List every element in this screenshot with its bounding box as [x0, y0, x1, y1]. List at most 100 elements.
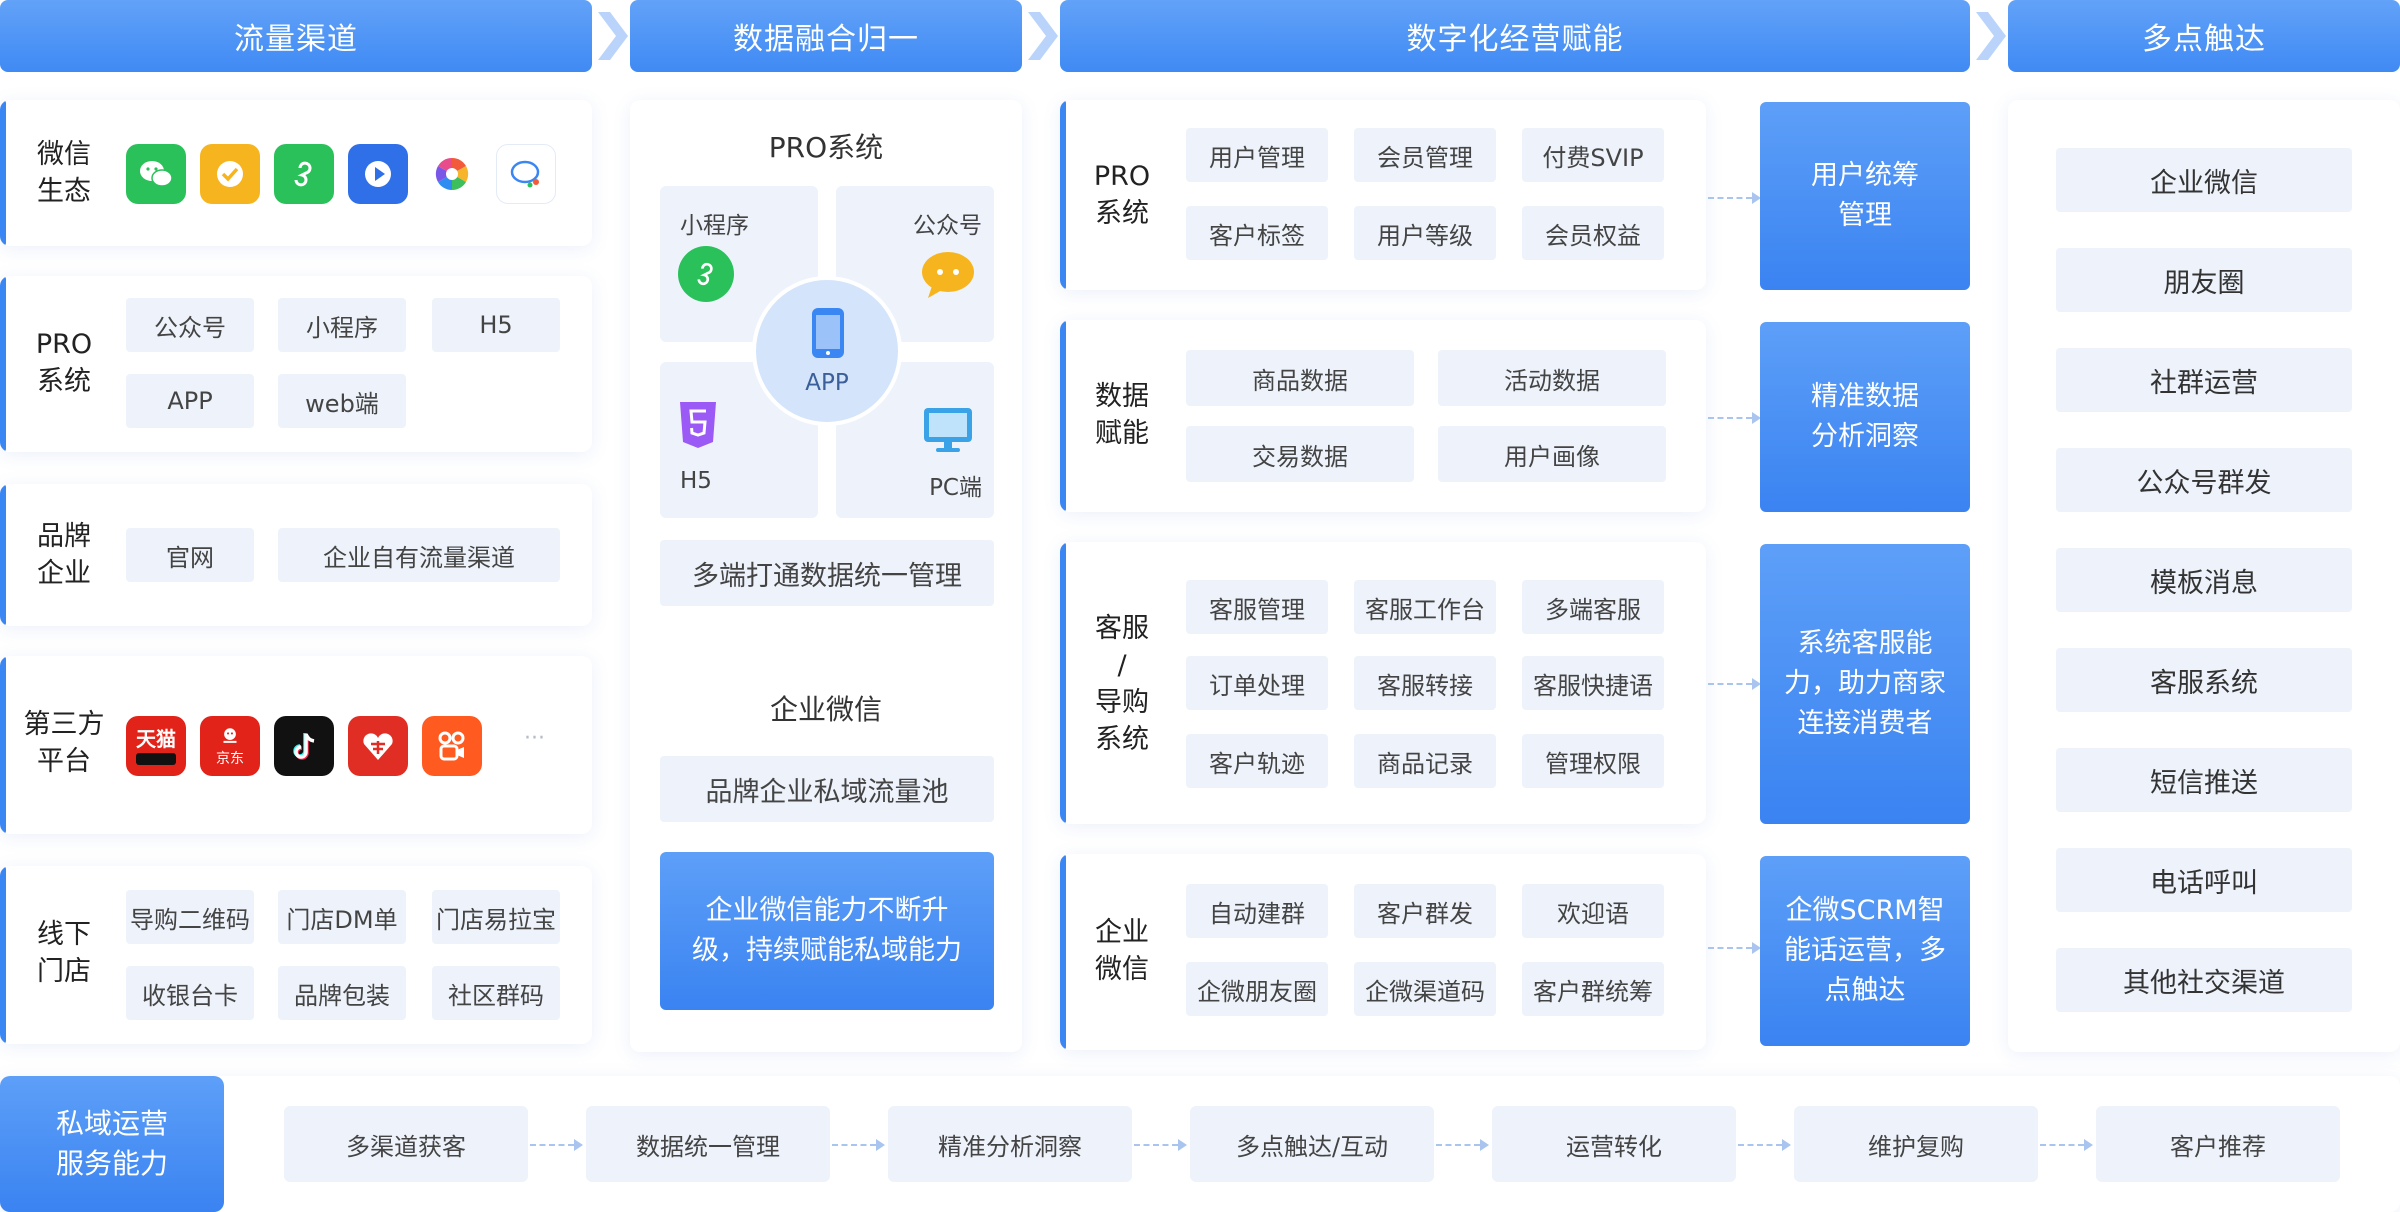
wechat-ecosystem-panel: 微信 生态 — [0, 100, 592, 246]
chip: 付费SVIP — [1522, 128, 1664, 182]
pinduoduo-icon — [348, 716, 408, 776]
user-management-box: 用户统筹 管理 — [1760, 102, 1970, 290]
panel-label: PRO 系统 — [1093, 161, 1151, 229]
touch-channel-item: 社群运营 — [2056, 348, 2352, 412]
chip: 会员权益 — [1522, 206, 1664, 260]
chip: 用户管理 — [1186, 128, 1328, 182]
chip: 客户群统筹 — [1522, 962, 1664, 1016]
data-insight-box: 精准数据 分析洞察 — [1760, 322, 1970, 512]
touch-channel-item: 短信推送 — [2056, 748, 2352, 812]
offline-store-panel: 线下 门店 导购二维码 门店DM单 门店易拉宝 收银台卡 品牌包装 社区群码 — [0, 866, 592, 1044]
arrow-right-icon — [1752, 412, 1761, 424]
html5-icon — [678, 402, 718, 448]
chip: 品牌包装 — [278, 966, 406, 1020]
arrow-right-icon — [2084, 1139, 2093, 1151]
pro-system-panel: PRO 系统 公众号 小程序 H5 APP web端 — [0, 276, 592, 452]
touch-channel-item: 其他社交渠道 — [2056, 948, 2352, 1012]
chip: 企微渠道码 — [1354, 962, 1496, 1016]
kuaishou-icon — [422, 716, 482, 776]
jd-icon: 京东 — [200, 716, 260, 776]
chip: 多端打通数据统一管理 — [660, 540, 994, 606]
private-domain-label: 私域运营 服务能力 — [0, 1076, 224, 1212]
panel-label: 数据 赋能 — [1095, 381, 1149, 449]
chip: 商品数据 — [1186, 350, 1414, 406]
mini-program-icon — [274, 144, 334, 204]
chip: 收银台卡 — [126, 966, 254, 1020]
video-channel-icon — [348, 144, 408, 204]
touch-channel-item: 电话呼叫 — [2056, 848, 2352, 912]
chevron-right-icon — [1974, 8, 2010, 64]
touch-channel-item: 模板消息 — [2056, 548, 2352, 612]
chip: 客户标签 — [1186, 206, 1328, 260]
chip: 小程序 — [278, 298, 406, 352]
chip: 自动建群 — [1186, 884, 1328, 938]
tmall-bar — [136, 752, 176, 765]
chip: 会员管理 — [1354, 128, 1496, 182]
mini-program-icon — [678, 246, 734, 302]
flow-step: 运营转化 — [1492, 1106, 1736, 1182]
arrow-right-icon — [1480, 1139, 1489, 1151]
arrow-right-icon — [574, 1139, 583, 1151]
arrow-right-icon — [1752, 678, 1761, 690]
chip: 官网 — [126, 528, 254, 582]
flow-step: 数据统一管理 — [586, 1106, 830, 1182]
dashed-connector — [530, 1144, 574, 1146]
chip: H5 — [432, 298, 560, 352]
jd-text: 京东 — [216, 751, 244, 767]
panel-label: 企业 微信 — [1095, 917, 1149, 985]
chip: 社区群码 — [432, 966, 560, 1020]
tmall-text: 天猫 — [136, 726, 176, 751]
chip: 客服转接 — [1354, 656, 1496, 710]
verified-icon — [200, 144, 260, 204]
dashed-connector — [1708, 197, 1752, 199]
dashed-connector — [2040, 1144, 2084, 1146]
data-fusion-panel: PRO系统 小程序 公众号 H5 PC端 APP 多端打通数据统一管理 企业微信… — [630, 100, 1022, 1052]
chip: 管理权限 — [1522, 734, 1664, 788]
wecom-title: 企业微信 — [769, 693, 882, 726]
more-ellipsis: ··· — [524, 726, 545, 751]
chip: 门店DM单 — [278, 890, 406, 944]
touch-channel-item: 公众号群发 — [2056, 448, 2352, 512]
panel-label: 线下 门店 — [37, 919, 91, 987]
arrow-right-icon — [876, 1139, 885, 1151]
arrow-right-icon — [1178, 1139, 1187, 1151]
chevron-right-icon — [596, 8, 632, 64]
chip: 品牌企业私域流量池 — [660, 756, 994, 822]
chip: 用户画像 — [1438, 426, 1666, 482]
flow-step: 精准分析洞察 — [888, 1106, 1132, 1182]
chip: 客户群发 — [1354, 884, 1496, 938]
arrow-right-icon — [1782, 1139, 1791, 1151]
dashed-connector — [1738, 1144, 1782, 1146]
wecom-scrm-box: 企微SCRM智能话运营，多点触达 — [1760, 856, 1970, 1046]
chip: 客服管理 — [1186, 580, 1328, 634]
arrow-right-icon — [1752, 192, 1761, 204]
panel-label: 品牌 企业 — [37, 521, 91, 589]
brand-enterprise-panel: 品牌 企业 官网 企业自有流量渠道 — [0, 484, 592, 626]
chip: 客户轨迹 — [1186, 734, 1328, 788]
tiktok-icon — [274, 716, 334, 776]
chip: 欢迎语 — [1522, 884, 1664, 938]
quad-label: H5 — [680, 468, 712, 494]
app-center-circle — [752, 276, 902, 426]
tmall-icon: 天猫 — [126, 716, 186, 776]
chip: 客服工作台 — [1354, 580, 1496, 634]
chip: 导购二维码 — [126, 890, 254, 944]
wecom-ops-panel: 企业 微信 自动建群 客户群发 欢迎语 企微朋友圈 企微渠道码 客户群统筹 — [1060, 854, 1706, 1050]
data-enablement-panel: 数据 赋能 商品数据 活动数据 交易数据 用户画像 — [1060, 320, 1706, 512]
dashed-connector — [1436, 1144, 1480, 1146]
dashed-connector — [1708, 417, 1752, 419]
quad-label: 公众号 — [913, 213, 982, 239]
wechat-icon — [126, 144, 186, 204]
chevron-right-icon — [1026, 8, 1062, 64]
chip: 多端客服 — [1522, 580, 1664, 634]
flow-step: 维护复购 — [1794, 1106, 2038, 1182]
chip: 活动数据 — [1438, 350, 1666, 406]
flow-step: 多渠道获客 — [284, 1106, 528, 1182]
chip: 用户等级 — [1354, 206, 1496, 260]
app-label: APP — [805, 370, 849, 396]
touch-channel-item: 客服系统 — [2056, 648, 2352, 712]
chip: 交易数据 — [1186, 426, 1414, 482]
header-multi-touch: 多点触达 — [2008, 0, 2400, 72]
dashed-connector — [832, 1144, 876, 1146]
header-traffic-channels: 流量渠道 — [0, 0, 592, 72]
